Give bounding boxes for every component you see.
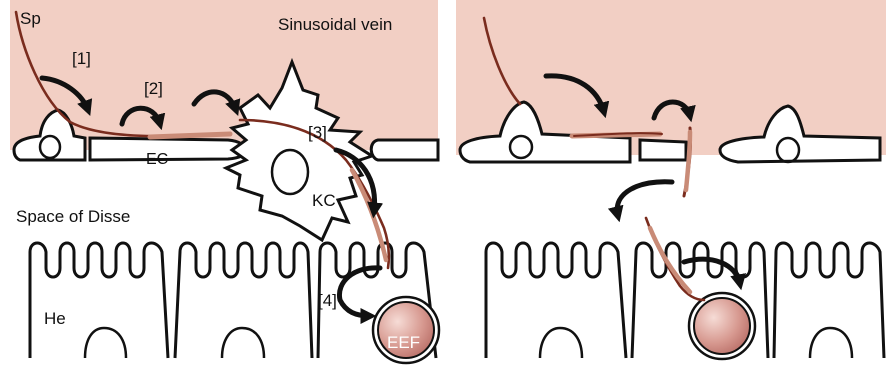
label-ec: EC (146, 151, 168, 168)
left-panel: Sp [1] [2] [3] [4] Sinusoidal vein EC KC… (10, 0, 439, 363)
label-step-1: [1] (72, 49, 91, 68)
arrow-right-3 (617, 182, 672, 216)
label-eef: EEF (387, 333, 420, 352)
eef-body-right (694, 298, 750, 354)
label-step-2: [2] (144, 79, 163, 98)
label-space-of-disse: Space of Disse (16, 207, 130, 226)
label-step-4: [4] (318, 291, 337, 310)
label-sp: Sp (20, 9, 41, 28)
label-kc: KC (312, 191, 336, 210)
label-he: He (44, 309, 66, 328)
label-sinusoidal-vein: Sinusoidal vein (278, 15, 392, 34)
right-panel (456, 0, 886, 359)
label-step-3: [3] (308, 123, 327, 142)
